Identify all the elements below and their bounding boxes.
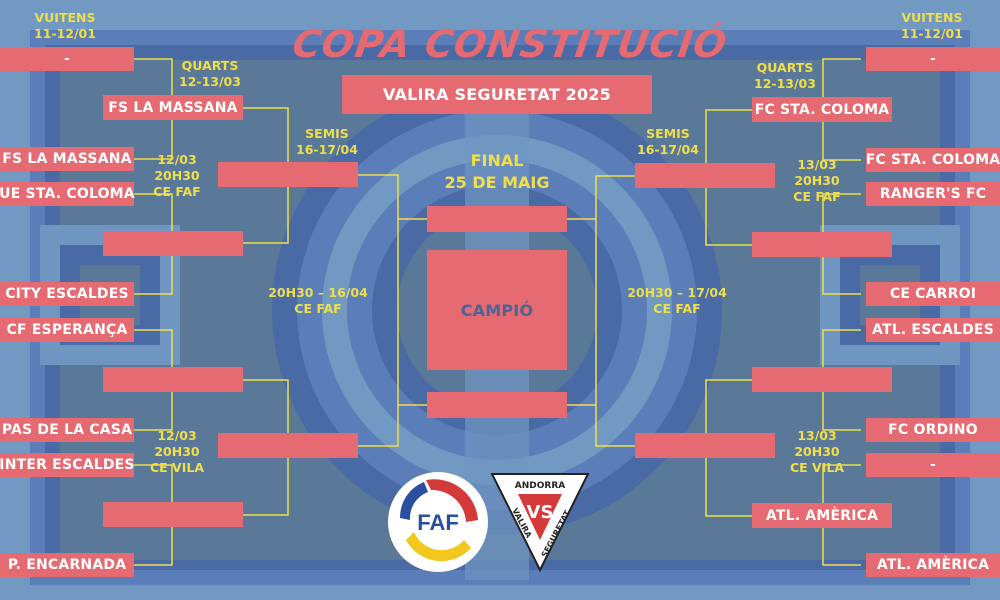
left-r16-team-slot: FS LA MASSANA	[0, 147, 134, 171]
left-r16-team-slot: INTER ESCALDES	[0, 453, 135, 477]
svg-text:FAF: FAF	[417, 510, 459, 535]
valira-seguretat-logo: ANDORRA VS VALIRA SEGURETAT	[490, 473, 590, 573]
left-r16-team-slot: P. ENCARNADA	[0, 553, 134, 577]
left-sf-team-slot	[218, 162, 358, 187]
right-sf-team-slot	[635, 433, 775, 458]
right-qf-team-slot	[752, 367, 892, 392]
right-r16-team-slot: -	[866, 453, 1000, 477]
left-r16-team-slot: PAS DE LA CASA	[0, 418, 134, 442]
left-r16-team-slot: CF ESPERANÇA	[0, 318, 134, 342]
page-title: COPA CONSTITUCIÓ	[290, 22, 730, 66]
right-r16-team-slot: FC ORDINO	[866, 418, 1000, 442]
svg-text:VS: VS	[527, 502, 554, 523]
faf-logo: FAF	[388, 472, 488, 572]
final-slot-top	[427, 206, 567, 232]
right-r16-team-slot: RANGER'S FC	[866, 182, 1000, 206]
right-sf-team-slot	[635, 163, 775, 188]
left-r16-team-slot: -	[0, 47, 134, 71]
left-qf-team-slot: FS LA MASSANA	[103, 95, 243, 120]
left-r16-team-slot: UE STA. COLOMA	[0, 182, 135, 206]
svg-text:ANDORRA: ANDORRA	[515, 481, 565, 491]
right-r16-team-slot: CE CARROI	[866, 282, 1000, 306]
right-r16-team-slot: ATL. AMÈRICA	[866, 553, 1000, 577]
sponsor-banner: VALIRA SEGURETAT 2025	[342, 75, 652, 114]
final-slot-bottom	[427, 392, 567, 418]
left-qf-team-slot	[103, 231, 243, 256]
champion-box: CAMPIÓ	[427, 250, 567, 370]
right-qf-team-slot: FC STA. COLOMA	[752, 97, 892, 122]
left-sf-team-slot	[218, 433, 358, 458]
right-qf-team-slot	[752, 232, 892, 257]
left-r16-team-slot: CITY ESCALDES	[0, 282, 134, 306]
left-qf-team-slot	[103, 367, 243, 392]
right-r16-team-slot: FC STA. COLOMA	[866, 148, 1000, 172]
left-qf-team-slot	[103, 502, 243, 527]
right-qf-team-slot: ATL. AMÈRICA	[752, 503, 892, 528]
right-r16-team-slot: -	[866, 47, 1000, 71]
right-r16-team-slot: ATL. ESCALDES	[866, 318, 1000, 342]
